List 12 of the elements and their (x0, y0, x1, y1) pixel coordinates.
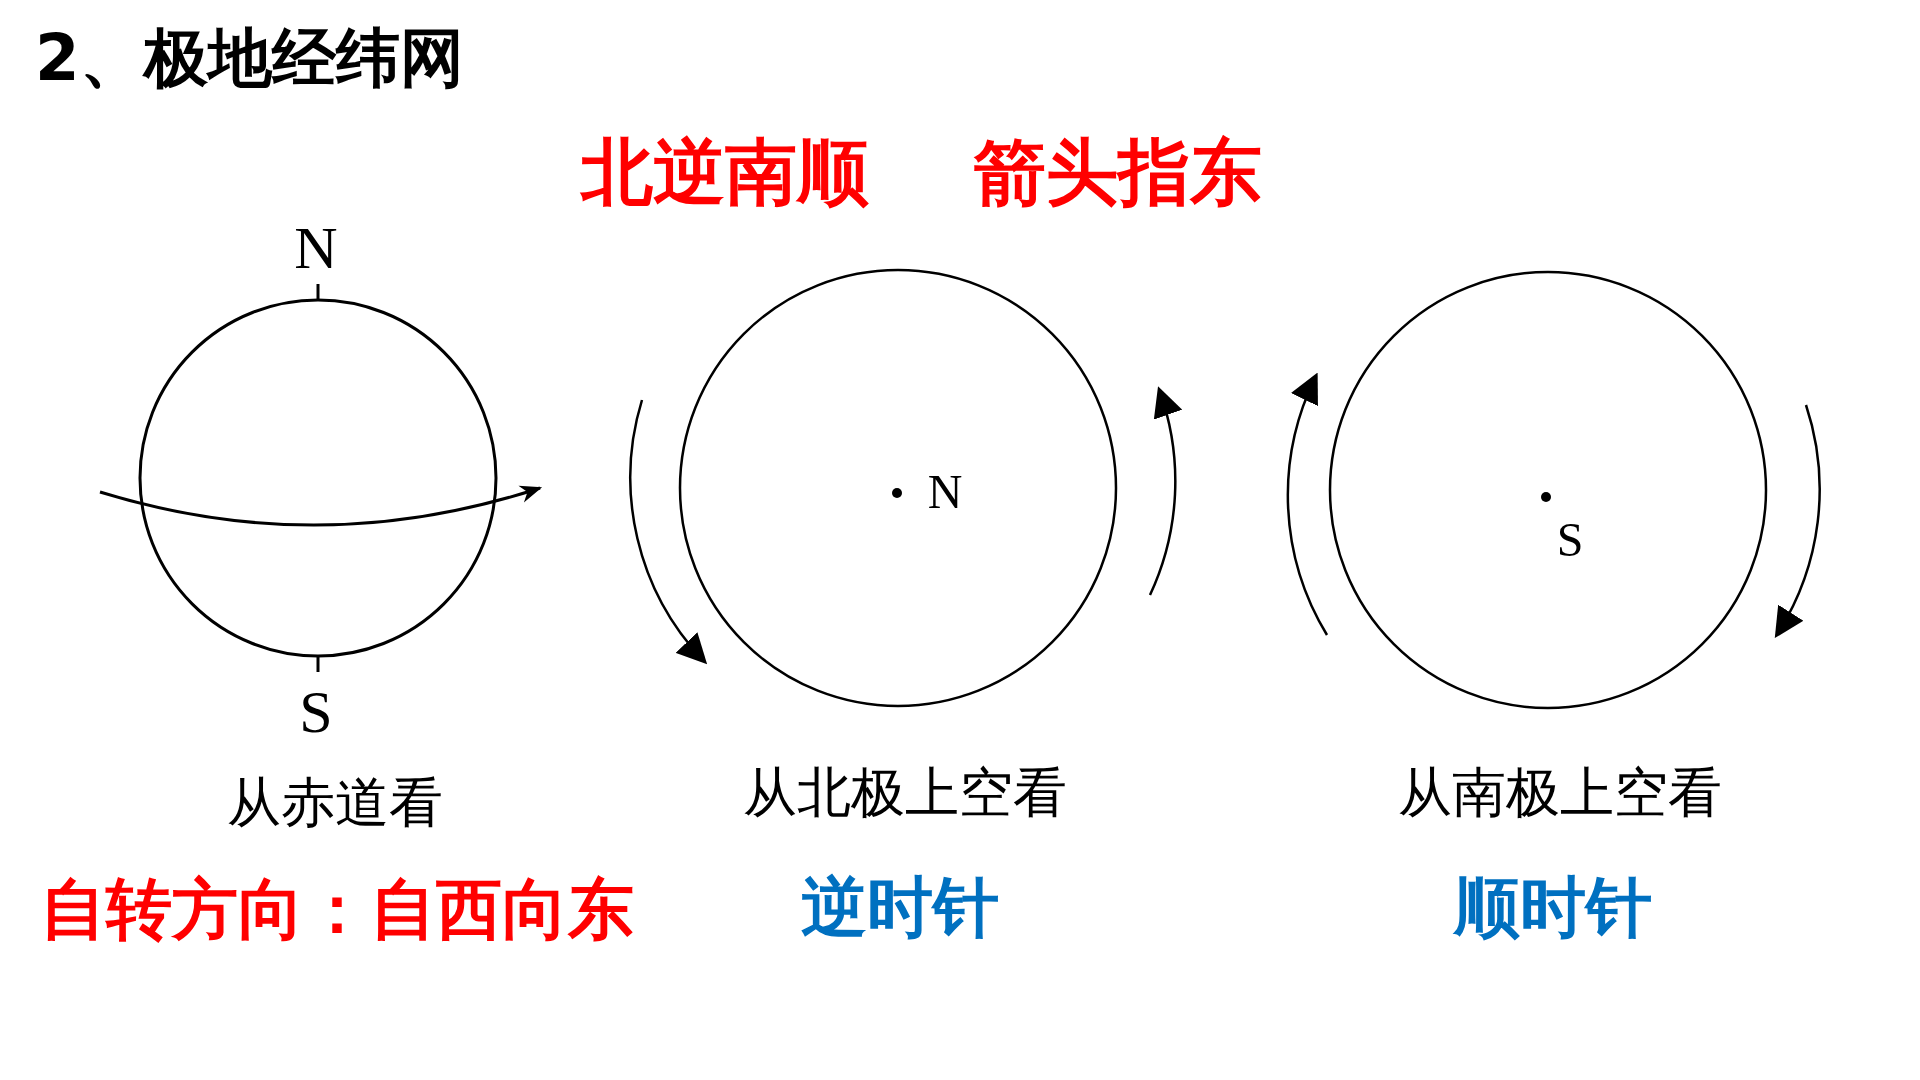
rotation-sense-text: 顺时针 (1454, 875, 1652, 941)
pole-label: S (299, 682, 333, 742)
view-caption: 从北极上空看 (743, 766, 1067, 820)
view-caption: 从赤道看 (227, 776, 443, 830)
motto-text: 北逆南顺 (581, 136, 869, 208)
rotation-sense-text: 逆时针 (801, 875, 999, 941)
view-caption: 从南极上空看 (1398, 766, 1722, 820)
motto-text: 箭头指东 (974, 136, 1262, 208)
pole-label: N (294, 218, 338, 278)
pole-label: S (1556, 516, 1584, 564)
pole-label: N (927, 468, 963, 516)
slide-title: 2、极地经纬网 (35, 26, 464, 90)
